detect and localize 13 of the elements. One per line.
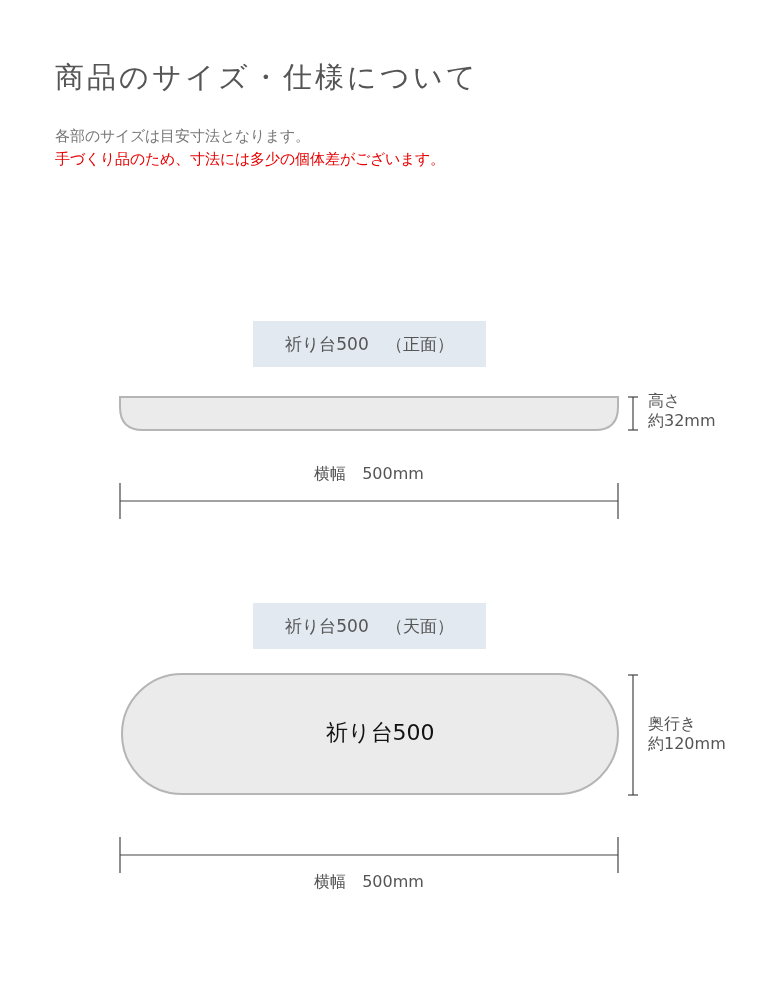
- page-title: 商品のサイズ・仕様について: [55, 59, 479, 96]
- view-heading: 祈り台500 （天面）: [253, 603, 486, 649]
- dimension-label: 約32mm: [648, 411, 716, 431]
- dimension-label: 約120mm: [648, 734, 726, 754]
- dimension-label: 横幅 500mm: [313, 464, 425, 485]
- view-heading: 祈り台500 （正面）: [253, 321, 486, 367]
- dimension-label: 横幅 500mm: [313, 872, 425, 893]
- front-view-drawing: [119, 396, 619, 431]
- note-text: 各部のサイズは目安寸法となります。: [55, 127, 310, 146]
- warning-text: 手づくり品のため、寸法には多少の個体差がございます。: [55, 150, 445, 169]
- dimension-label: 高さ: [648, 391, 680, 411]
- dimension-label: 奥行き: [648, 714, 696, 734]
- product-name: 祈り台500: [324, 719, 436, 747]
